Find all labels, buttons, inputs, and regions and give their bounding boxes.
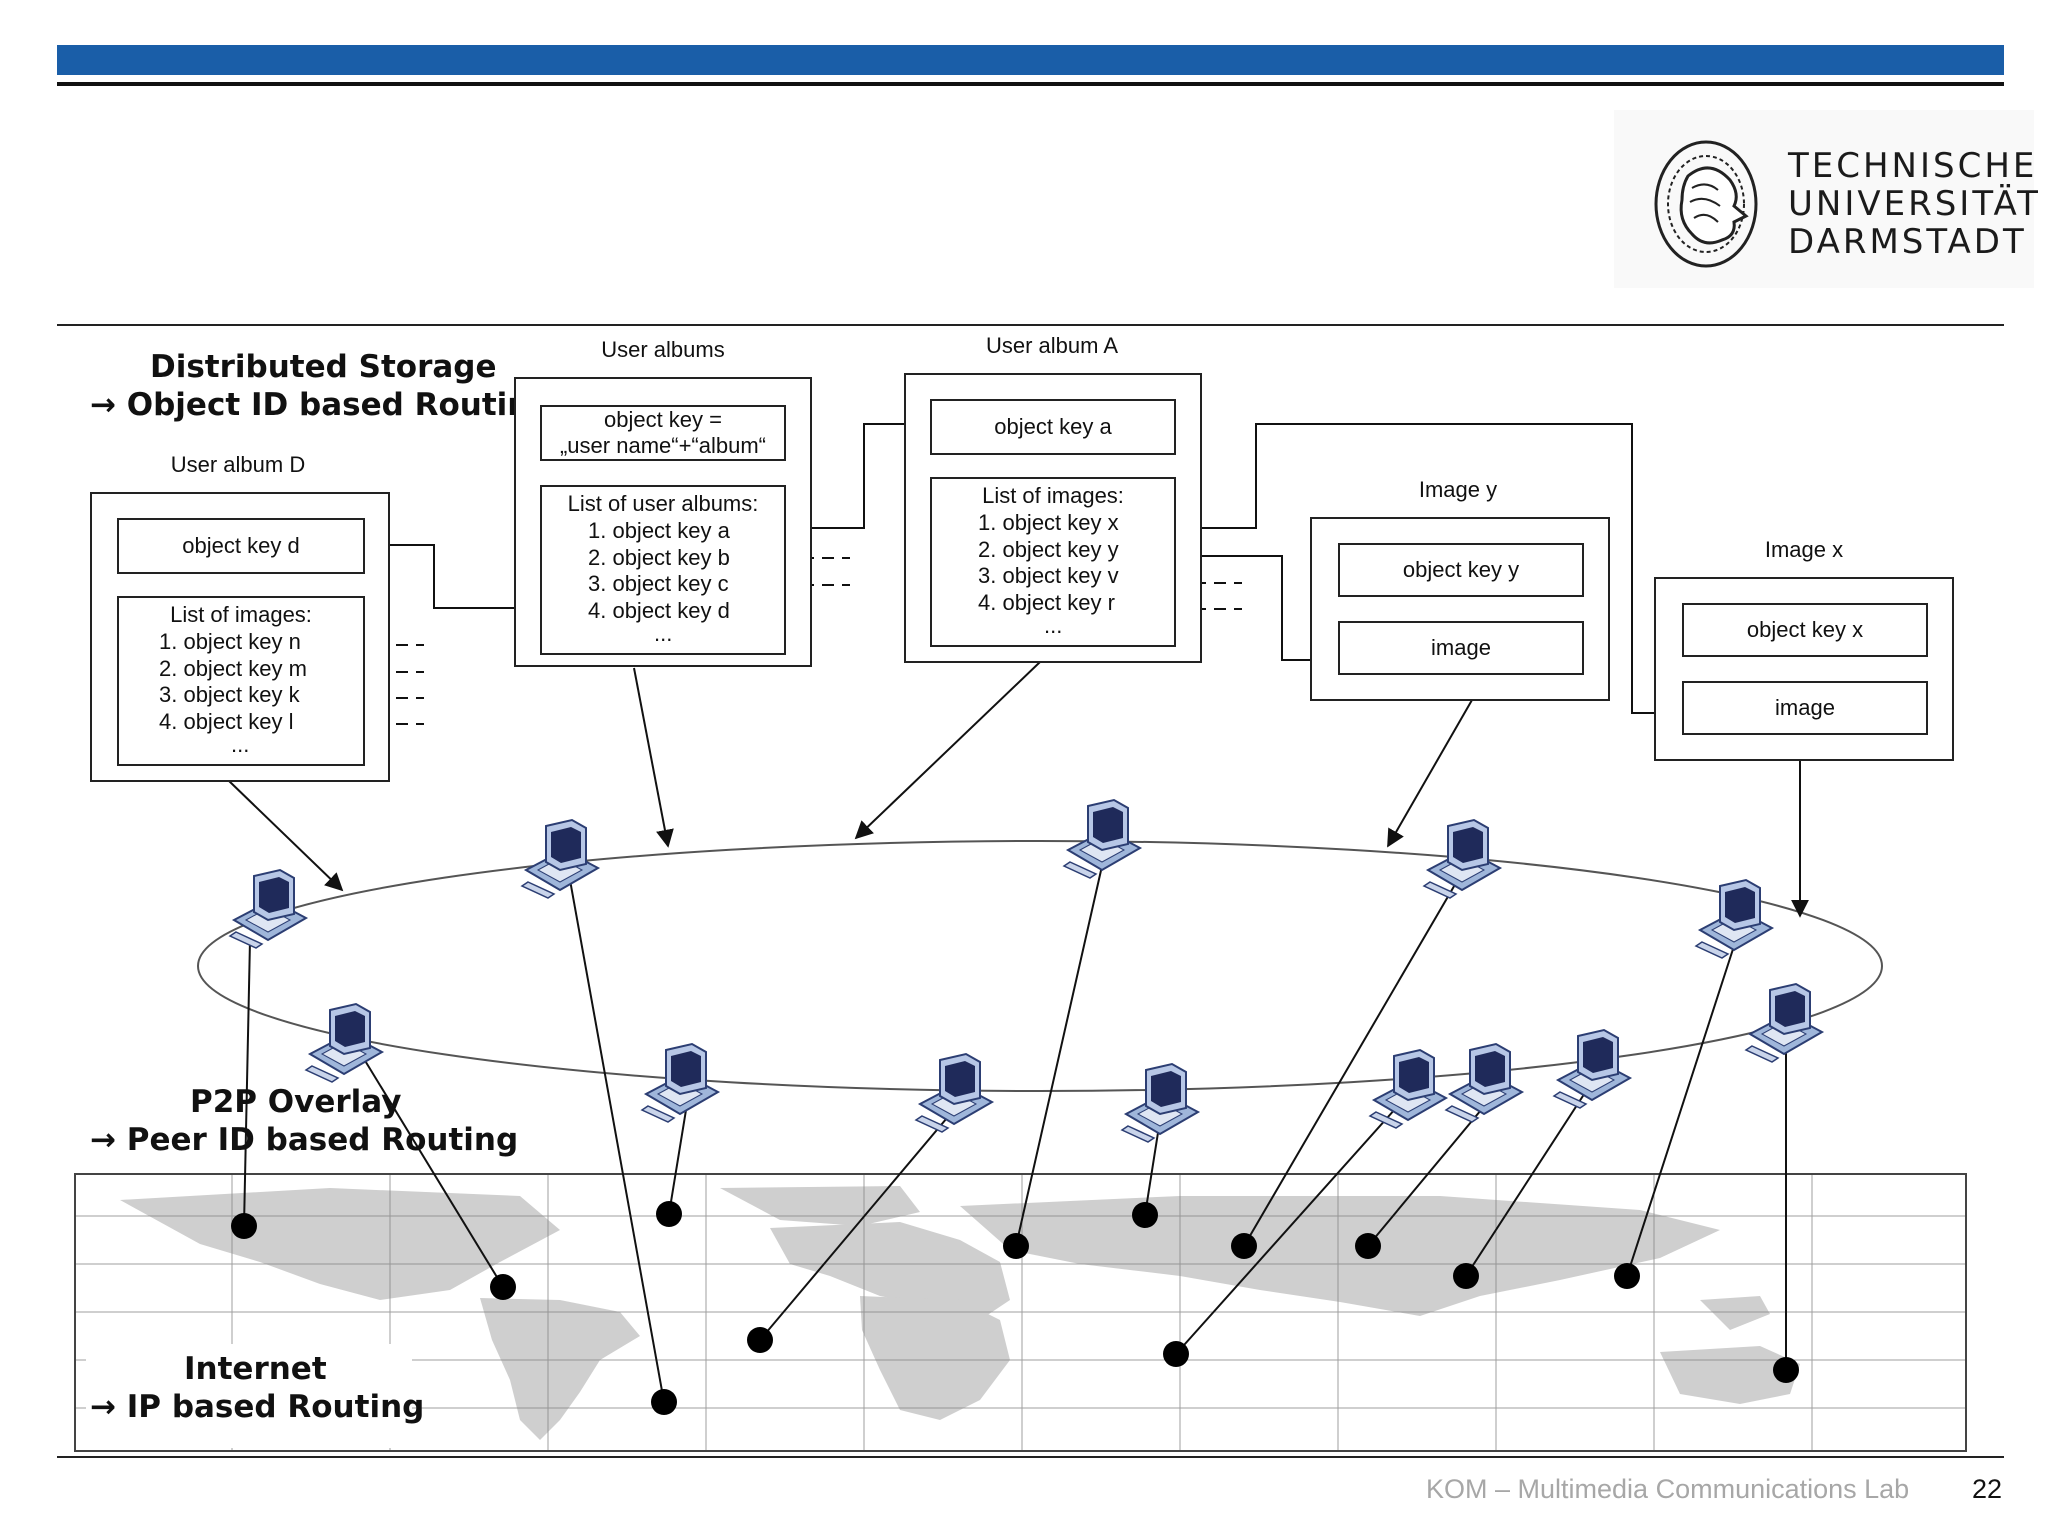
university-name-line: UNIVERSITÄT	[1788, 184, 2041, 224]
album-a-key: object key a	[930, 399, 1176, 455]
internet-layer-subtitle: → IP based Routing	[90, 1389, 425, 1425]
user-albums-list-title: List of user albums:	[567, 491, 759, 516]
image-x-key: object key x	[1682, 603, 1928, 657]
image-x-content: image	[1682, 681, 1928, 735]
internet-label-backdrop	[86, 1344, 412, 1448]
album-a-item: 2. object key y	[978, 537, 1119, 562]
album-a-list: List of images: 1. object key x 2. objec…	[930, 477, 1176, 647]
album-d-item: 2. object key m	[159, 656, 307, 681]
album-a-more: ...	[1044, 613, 1063, 638]
user-albums-key-line: object key =	[603, 407, 722, 432]
user-albums-key-line: „user name“+“album“	[559, 433, 766, 458]
album-a-item: 3. object key v	[978, 563, 1119, 588]
computer-icon	[521, 819, 599, 899]
user-albums-item: 1. object key a	[588, 518, 730, 543]
image-y-content: image	[1338, 621, 1584, 675]
page-number: 22	[1972, 1474, 2003, 1504]
album-a-label: User album A	[985, 333, 1119, 358]
header-bar	[57, 45, 2004, 75]
computer-icon	[1369, 1049, 1447, 1129]
album-d-key: object key d	[117, 518, 365, 574]
album-d-item: 3. object key k	[159, 682, 300, 707]
album-d-item: 4. object key l	[159, 709, 294, 734]
image-y-label: Image y	[1418, 477, 1498, 502]
user-albums-more: ...	[654, 621, 673, 646]
computer-icon	[1423, 819, 1501, 899]
header-rule	[57, 82, 2004, 86]
image-x-label: Image x	[1764, 537, 1844, 562]
footer-rule	[57, 1456, 2004, 1458]
computer-icon	[641, 1043, 719, 1123]
computer-icon	[1063, 799, 1141, 879]
university-name-line: DARMSTADT	[1788, 222, 2027, 262]
image-x-object: object key x image	[1654, 577, 1954, 761]
album-d-more: ...	[231, 732, 250, 757]
internet-hosts	[231, 1201, 1799, 1415]
computer-icon	[1695, 879, 1773, 959]
album-d-label: User album D	[170, 452, 306, 477]
computer-icon	[1445, 1043, 1523, 1123]
computer-icon	[1745, 983, 1823, 1063]
album-d-object: object key d List of images: 1. object k…	[90, 492, 390, 782]
computer-icon	[229, 869, 307, 949]
internet-layer-title: Internet	[184, 1351, 327, 1387]
overlay-layer-title: P2P Overlay	[190, 1084, 402, 1120]
image-y-key: object key y	[1338, 543, 1584, 597]
peer-host-links	[243, 865, 1787, 1403]
album-a-item: 4. object key r	[978, 590, 1115, 615]
album-d-list-title: List of images:	[170, 602, 312, 627]
footer-lab-name: KOM – Multimedia Communications Lab	[1426, 1474, 1910, 1504]
storage-placement-arrows	[227, 661, 1809, 918]
user-albums-key: object key = „user name“+“album“	[540, 405, 786, 461]
content-top-rule	[57, 324, 2004, 326]
storage-layer-title: Distributed Storage	[150, 349, 497, 385]
computer-icon	[1121, 1063, 1199, 1143]
overlay-ring	[197, 840, 1883, 1092]
image-y-object: object key y image	[1310, 517, 1610, 701]
album-d-list: List of images: 1. object key n 2. objec…	[117, 596, 365, 766]
album-a-object: object key a List of images: 1. object k…	[904, 373, 1202, 663]
map-grid	[76, 1175, 1965, 1450]
user-albums-object: object key = „user name“+“album“ List of…	[514, 377, 812, 667]
storage-layer-subtitle: → Object ID based Routing	[90, 387, 552, 423]
computer-icon	[915, 1053, 993, 1133]
university-name-line: TECHNISCHE	[1788, 146, 2038, 186]
user-albums-list: List of user albums: 1. object key a 2. …	[540, 485, 786, 655]
computer-icon	[1553, 1029, 1631, 1109]
user-albums-label: User albums	[601, 337, 725, 362]
university-seal-icon	[1654, 140, 1758, 268]
overlay-layer-subtitle: → Peer ID based Routing	[90, 1122, 519, 1158]
user-albums-item: 3. object key c	[588, 571, 729, 596]
album-a-item: 1. object key x	[978, 510, 1119, 535]
album-a-list-title: List of images:	[982, 483, 1124, 508]
user-albums-item: 4. object key d	[588, 598, 730, 623]
user-albums-item: 2. object key b	[588, 545, 730, 570]
album-d-item: 1. object key n	[159, 629, 301, 654]
